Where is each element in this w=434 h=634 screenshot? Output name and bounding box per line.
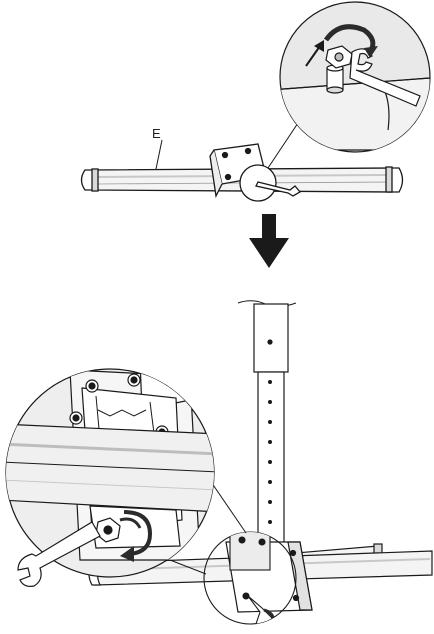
bolt-icon <box>69 373 169 439</box>
rotate-arrow-icon <box>119 510 153 562</box>
top-detail-callout <box>279 1 431 153</box>
part-label-text: E <box>152 126 161 141</box>
upper-pole <box>253 303 289 373</box>
top-crossbar-assembly <box>80 119 404 202</box>
wrench-icon <box>17 521 101 587</box>
bottom-small-detail <box>229 532 276 624</box>
up-arrow-icon <box>305 40 324 67</box>
tube-end-cap-left <box>80 168 99 192</box>
crossbar-tube-detail <box>6 423 214 513</box>
bottom-detail-callout <box>5 368 215 587</box>
tube-end-cap-right <box>385 166 404 193</box>
down-arrow-icon <box>249 214 289 268</box>
part-label-e: E <box>152 126 163 170</box>
wrench-icon <box>247 595 273 624</box>
rotate-arrow-icon <box>263 608 276 624</box>
wrench-icon <box>255 181 301 197</box>
nut-icon <box>325 45 353 69</box>
rotate-arrow-icon <box>323 24 378 58</box>
bolt-icon <box>326 64 344 94</box>
pole-holes <box>268 380 272 524</box>
